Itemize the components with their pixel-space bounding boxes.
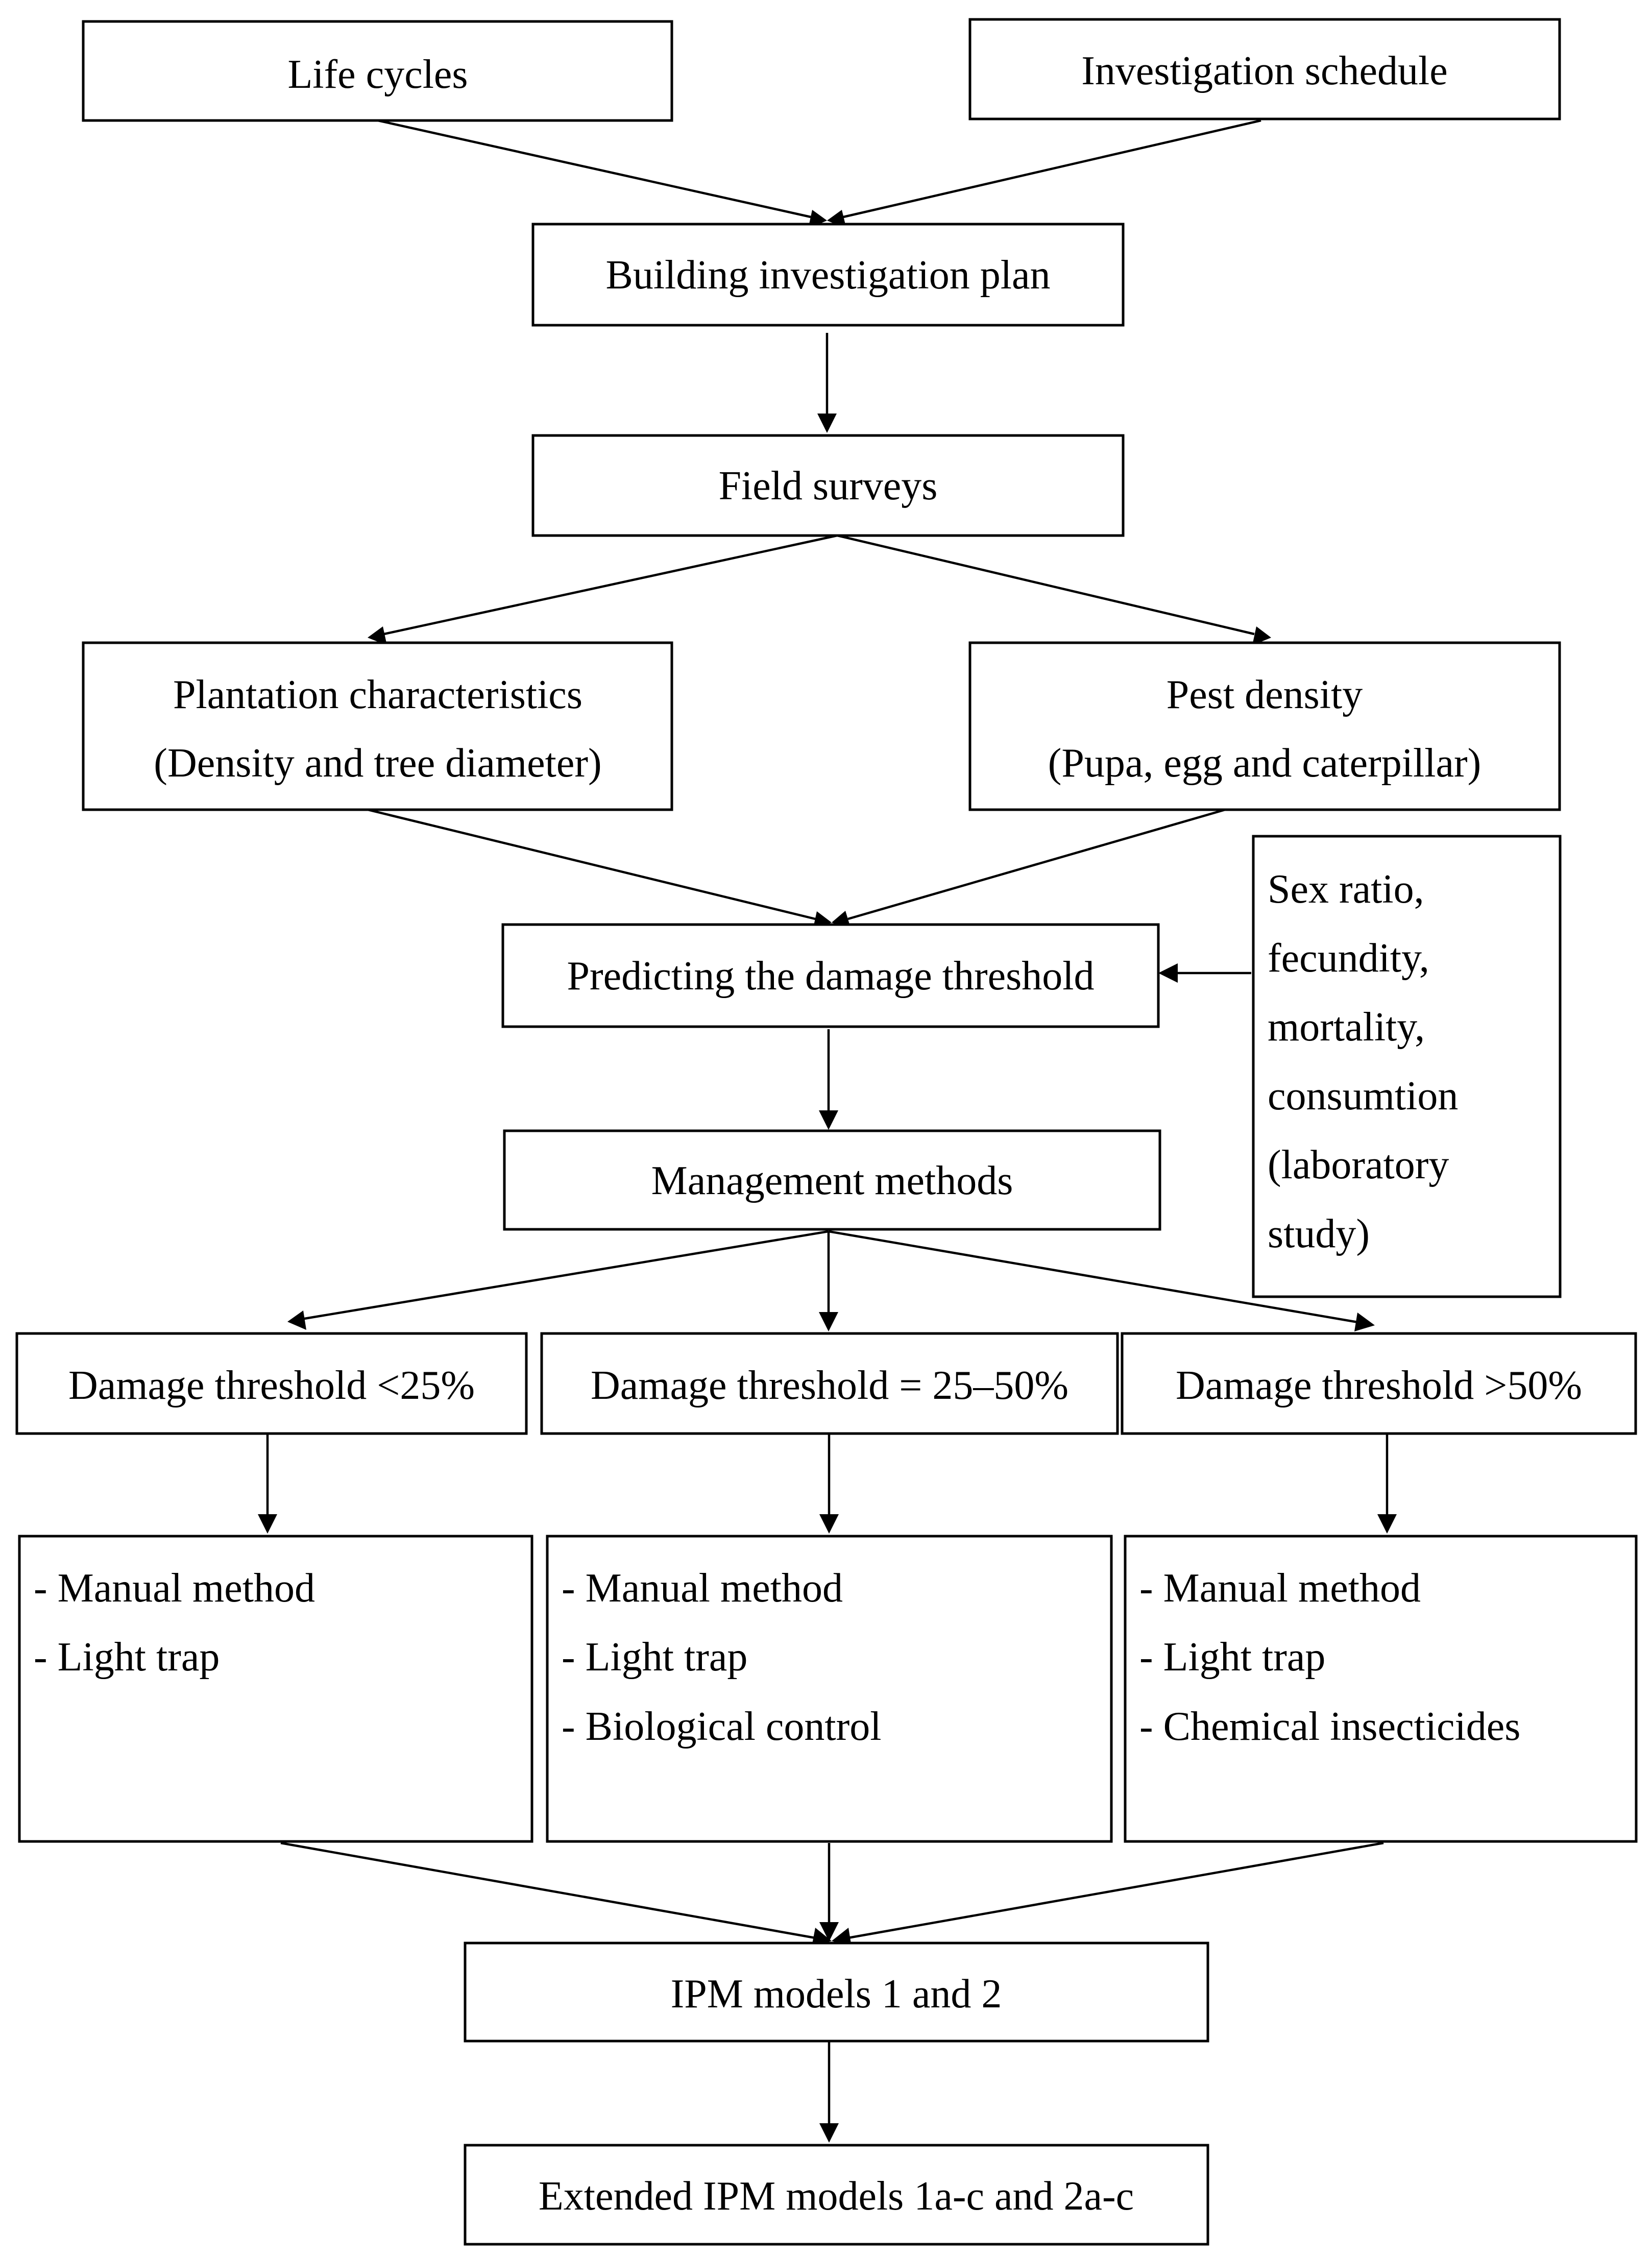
edge-pest-density-to-predicting — [847, 808, 1226, 920]
arrowhead-icon — [819, 1514, 839, 1534]
node-field-surveys: Field surveys — [531, 434, 1125, 537]
node-methods-high-line-3: - Chemical insecticides — [1139, 1704, 1520, 1749]
edge-surveys-to-plantation — [383, 534, 838, 636]
arrowhead-icon — [368, 626, 387, 645]
node-threshold-mid-label: Damage threshold = 25–50% — [591, 1363, 1068, 1408]
node-lab-line-2: fecundity, — [1268, 936, 1429, 981]
node-extended-ipm-models: Extended IPM models 1a-c and 2a-c — [464, 2144, 1209, 2246]
node-investigation-schedule: Investigation schedule — [968, 18, 1561, 120]
node-lab-line-4: consumtion — [1268, 1074, 1458, 1119]
arrowhead-icon — [819, 1110, 838, 1130]
arrowhead-icon — [819, 2123, 839, 2143]
node-plantation-characteristics: Plantation characteristics (Density and … — [82, 641, 673, 811]
node-plantation-line-2: (Density and tree diameter) — [154, 741, 601, 786]
node-building-investigation-plan-label: Building investigation plan — [605, 253, 1050, 298]
node-methods-low-line-2: - Light trap — [34, 1635, 220, 1680]
node-plantation-line-1: Plantation characteristics — [173, 672, 582, 717]
node-methods-high: - Manual method - Light trap - Chemical … — [1124, 1535, 1638, 1843]
node-life-cycles-label: Life cycles — [287, 52, 468, 97]
arrowhead-icon — [1158, 963, 1178, 983]
node-laboratory-study: Sex ratio, fecundity, mortality, consumt… — [1252, 835, 1562, 1298]
node-management-label: Management methods — [651, 1158, 1013, 1203]
node-methods-mid-line-2: - Light trap — [562, 1635, 747, 1680]
edge-plantation-to-predicting — [367, 808, 816, 920]
node-predicting-damage-threshold: Predicting the damage threshold — [501, 923, 1160, 1028]
node-ipm-models-label: IPM models 1 and 2 — [671, 1972, 1002, 2017]
arrowhead-icon — [1252, 626, 1271, 645]
node-lab-line-3: mortality, — [1268, 1005, 1425, 1050]
arrowhead-icon — [287, 1310, 306, 1330]
node-management-methods: Management methods — [503, 1129, 1161, 1231]
arrowhead-icon — [1377, 1514, 1397, 1534]
node-threshold-mid: Damage threshold = 25–50% — [540, 1332, 1119, 1435]
node-extended-ipm-models-label: Extended IPM models 1a-c and 2a-c — [539, 2174, 1134, 2219]
node-threshold-low-label: Damage threshold <25% — [68, 1363, 475, 1408]
edge-life-cycles-to-plan — [377, 119, 811, 219]
node-predicting-label: Predicting the damage threshold — [567, 954, 1094, 999]
node-pest-density-line-2: (Pupa, egg and caterpillar) — [1048, 741, 1481, 786]
node-building-investigation-plan: Building investigation plan — [531, 223, 1125, 327]
node-lab-line-1: Sex ratio, — [1268, 867, 1424, 912]
node-methods-mid-line-3: - Biological control — [562, 1704, 882, 1749]
edge-methods-low-to-ipm — [280, 1841, 816, 1939]
node-methods-high-line-1: - Manual method — [1139, 1566, 1421, 1611]
edge-methods-high-to-ipm — [847, 1841, 1384, 1939]
node-field-surveys-label: Field surveys — [719, 464, 938, 508]
arrowhead-icon — [817, 414, 837, 433]
edge-schedule-to-plan — [843, 119, 1261, 219]
edge-management-to-low — [304, 1230, 829, 1320]
node-ipm-models: IPM models 1 and 2 — [464, 1941, 1209, 2043]
node-investigation-schedule-label: Investigation schedule — [1081, 48, 1448, 93]
node-methods-mid: - Manual method - Light trap - Biologica… — [546, 1535, 1113, 1843]
node-methods-low: - Manual method - Light trap — [18, 1535, 533, 1843]
arrowhead-icon — [258, 1514, 277, 1534]
edge-management-to-high — [828, 1230, 1358, 1324]
node-pest-density-line-1: Pest density — [1167, 672, 1363, 717]
node-methods-mid-line-1: - Manual method — [562, 1566, 843, 1611]
node-pest-density: Pest density (Pupa, egg and caterpillar) — [968, 641, 1561, 811]
node-lab-line-6: study) — [1268, 1211, 1370, 1256]
node-threshold-high: Damage threshold >50% — [1121, 1332, 1637, 1435]
node-methods-low-line-1: - Manual method — [34, 1566, 315, 1611]
node-threshold-high-label: Damage threshold >50% — [1176, 1363, 1582, 1408]
arrowhead-icon — [1354, 1313, 1375, 1331]
node-life-cycles: Life cycles — [82, 20, 673, 122]
node-lab-line-5: (laboratory — [1268, 1143, 1449, 1187]
arrowhead-icon — [819, 1312, 838, 1331]
node-methods-high-line-2: - Light trap — [1139, 1635, 1325, 1680]
node-threshold-low: Damage threshold <25% — [15, 1332, 528, 1435]
edge-surveys-to-pest-density — [837, 534, 1255, 636]
arrowhead-icon — [819, 1922, 839, 1941]
